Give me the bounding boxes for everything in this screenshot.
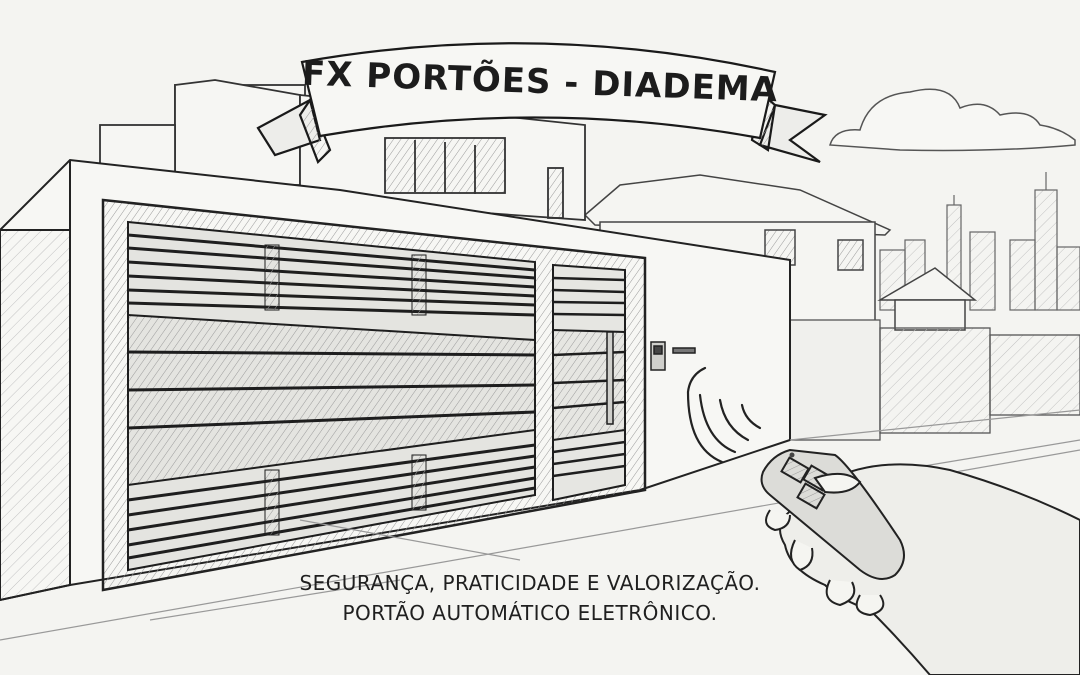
- wireless-signal-icon: [686, 366, 762, 464]
- caption-line-1: SEGURANÇA, PRATICIDADE E VALORIZAÇÃO.: [299, 571, 761, 595]
- door-handle: [606, 331, 614, 425]
- sliding-gate: [127, 220, 536, 572]
- intercom-icon: [650, 341, 696, 371]
- pedestrian-door: [552, 263, 626, 502]
- hand-holding-remote: [760, 448, 1080, 675]
- title-banner: [256, 42, 828, 164]
- caption: SEGURANÇA, PRATICIDADE E VALORIZAÇÃO. PO…: [250, 568, 810, 628]
- cloud-icon: [829, 88, 1076, 152]
- fence: [784, 319, 1080, 441]
- caption-line-2: PORTÃO AUTOMÁTICO ELETRÔNICO.: [342, 601, 718, 625]
